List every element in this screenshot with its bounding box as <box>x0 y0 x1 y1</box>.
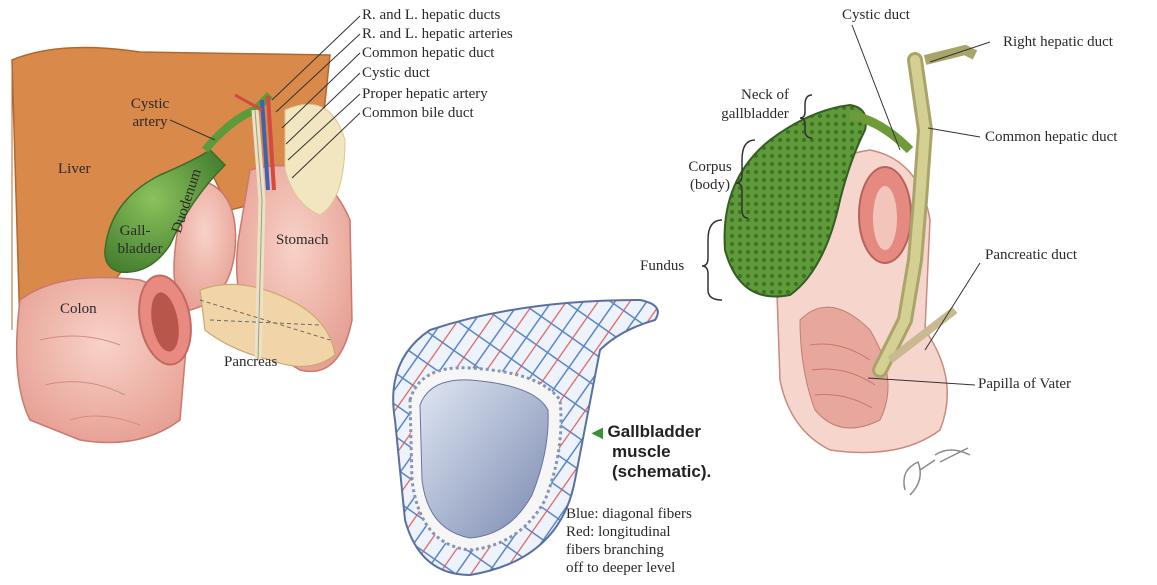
label-papilla-of-vater: Papilla of Vater <box>978 375 1071 393</box>
label-proper-hepatic-artery: Proper hepatic artery <box>362 85 488 103</box>
label-common-bile-duct: Common bile duct <box>362 104 474 122</box>
caption-title-text: Gallbladder <box>608 422 702 441</box>
artist-signature <box>904 448 970 495</box>
label-corpus-line1: Corpus <box>680 158 740 176</box>
label-common-hepatic-duct-right: Common hepatic duct <box>985 128 1117 146</box>
label-neck-line2: gallbladder <box>705 105 805 123</box>
label-pancreatic-duct: Pancreatic duct <box>985 246 1077 264</box>
caption-title-line3: (schematic). <box>612 462 711 482</box>
label-corpus-line2: (body) <box>680 176 740 194</box>
label-common-hepatic-duct: Common hepatic duct <box>362 44 494 62</box>
label-colon: Colon <box>60 300 97 318</box>
label-gallbladder-line1: Gall- <box>110 222 160 240</box>
label-liver: Liver <box>58 160 90 178</box>
label-cystic-artery-line1: Cystic <box>120 95 180 113</box>
label-cystic-artery-line2: artery <box>120 113 180 131</box>
label-rl-hepatic-arteries: R. and L. hepatic arteries <box>362 25 513 43</box>
label-fundus: Fundus <box>640 257 684 275</box>
label-gallbladder-line2: bladder <box>110 240 170 258</box>
caption-title-line1: ◀ Gallbladder <box>592 422 701 442</box>
label-cystic-duct: Cystic duct <box>362 64 430 82</box>
caption-title-line2: muscle <box>612 442 671 462</box>
label-pancreas: Pancreas <box>224 353 277 371</box>
label-rl-hepatic-ducts: R. and L. hepatic ducts <box>362 6 500 24</box>
label-stomach: Stomach <box>276 231 329 249</box>
caption-marker-icon: ◀ <box>592 424 603 440</box>
legend-line-1: Blue: diagonal fibers <box>566 505 692 523</box>
label-right-hepatic-duct: Right hepatic duct <box>1003 33 1113 51</box>
label-neck-line1: Neck of <box>725 86 805 104</box>
label-cystic-duct-right: Cystic duct <box>842 6 910 24</box>
legend-line-4: off to deeper level <box>566 559 675 577</box>
legend-line-2: Red: longitudinal <box>566 523 671 541</box>
legend-line-3: fibers branching <box>566 541 664 559</box>
